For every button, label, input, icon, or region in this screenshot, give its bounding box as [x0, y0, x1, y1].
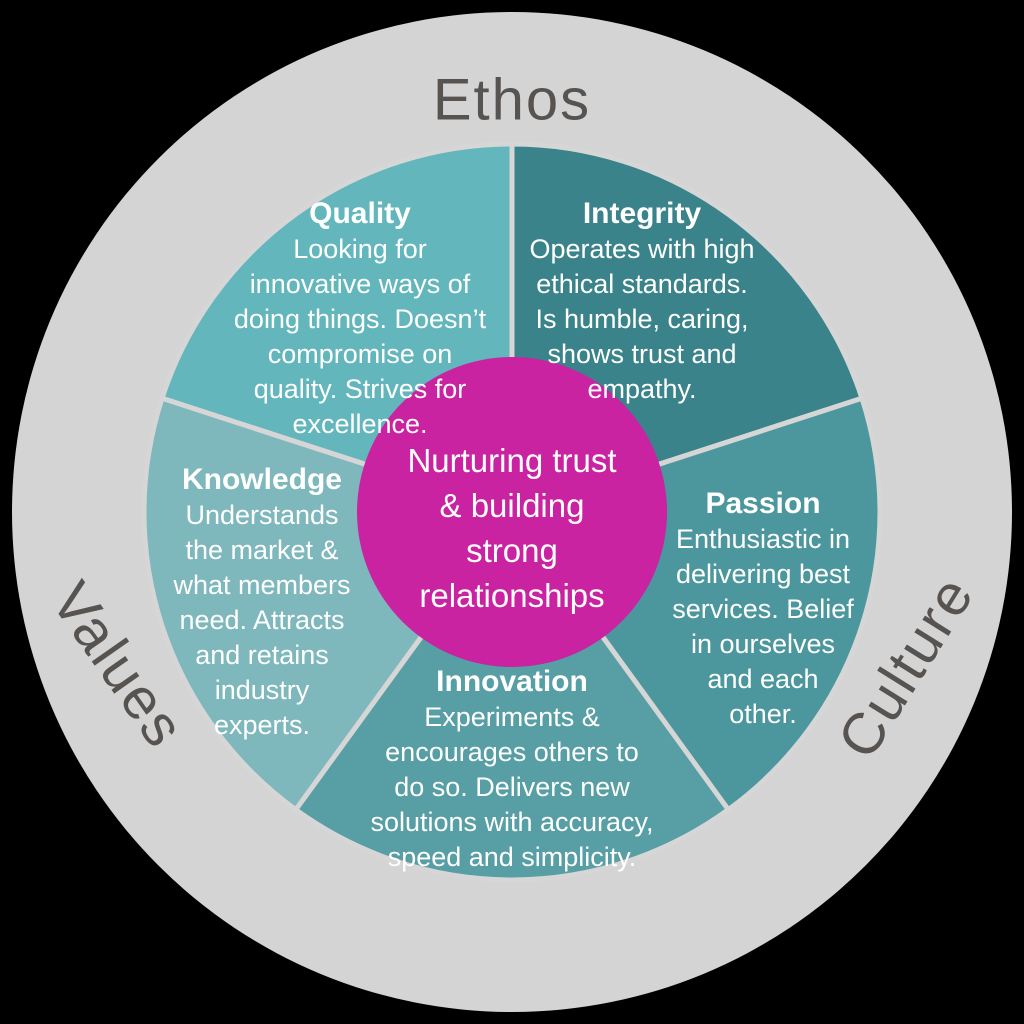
center-circle	[357, 357, 667, 667]
segment-knowledge-description: Understands the market & what members ne…	[173, 500, 351, 740]
segment-innovation-description: Experiments & encourages others to do so…	[370, 702, 654, 872]
segment-innovation-wedge	[293, 509, 731, 883]
segment-integrity-title: Integrity	[582, 197, 702, 230]
segment-passion-text: Passion Enthusiastic in delivering best …	[613, 486, 913, 732]
segment-innovation-text: Innovation Experiments & encourages othe…	[302, 664, 722, 875]
segment-passion-description: Enthusiastic in delivering best services…	[672, 524, 854, 729]
segment-passion-title: Passion	[705, 487, 821, 520]
ring-label-ethos: Ethos	[432, 67, 592, 133]
segment-innovation-title: Innovation	[436, 665, 588, 698]
segment-knowledge-text: Knowledge Understands the market & what …	[112, 462, 412, 743]
segment-quality-title: Quality	[309, 197, 411, 230]
center-statement: Nurturing trust & building strong relati…	[407, 442, 617, 614]
segment-integrity-description: Operates with high ethical standards. Is…	[529, 234, 755, 404]
segment-integrity-text: Integrity Operates with high ethical sta…	[432, 196, 852, 407]
segment-knowledge-title: Knowledge	[181, 463, 342, 496]
segment-quality-description: Looking for innovative ways of doing thi…	[233, 234, 487, 439]
segment-quality-text: Quality Looking for innovative ways of d…	[150, 196, 570, 442]
